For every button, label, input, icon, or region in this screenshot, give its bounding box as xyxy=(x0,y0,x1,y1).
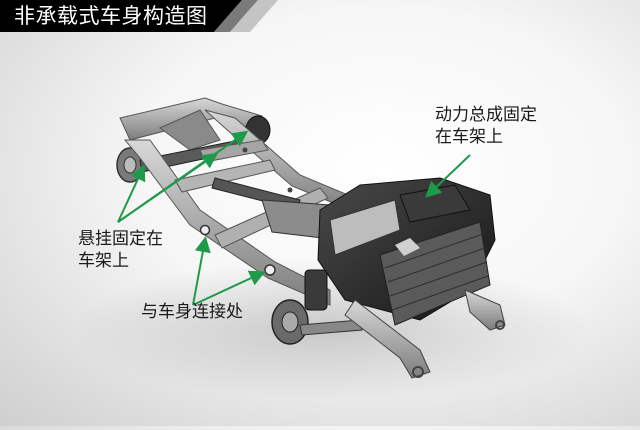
label-powertrain-line1: 动力总成固定 xyxy=(435,105,537,125)
body-mount-point xyxy=(199,224,211,236)
arrow-suspension-1 xyxy=(117,164,146,223)
label-body-mount: 与车身连接处 xyxy=(141,302,243,322)
engine xyxy=(317,177,496,326)
label-suspension-line1: 悬挂固定在 xyxy=(78,229,163,249)
arrow-body-mount-2 xyxy=(192,270,266,306)
title-bar-background xyxy=(0,0,278,32)
label-powertrain-line2: 在车架上 xyxy=(435,127,503,147)
pointer-arrows xyxy=(117,130,471,306)
body-mount-point xyxy=(264,264,276,276)
label-suspension-line2: 车架上 xyxy=(78,251,129,271)
page-title: 非承载式车身构造图 xyxy=(14,4,208,28)
front-suspension xyxy=(271,269,506,379)
arrow-powertrain xyxy=(425,154,471,198)
label-suspension-mount: 悬挂固定在 车架上 xyxy=(78,228,163,272)
title-bar: 非承载式车身构造图 xyxy=(0,0,640,32)
arrow-suspension-3 xyxy=(117,130,249,223)
label-powertrain-mount: 动力总成固定 在车架上 xyxy=(435,104,537,148)
arrow-body-mount-1 xyxy=(192,236,211,306)
